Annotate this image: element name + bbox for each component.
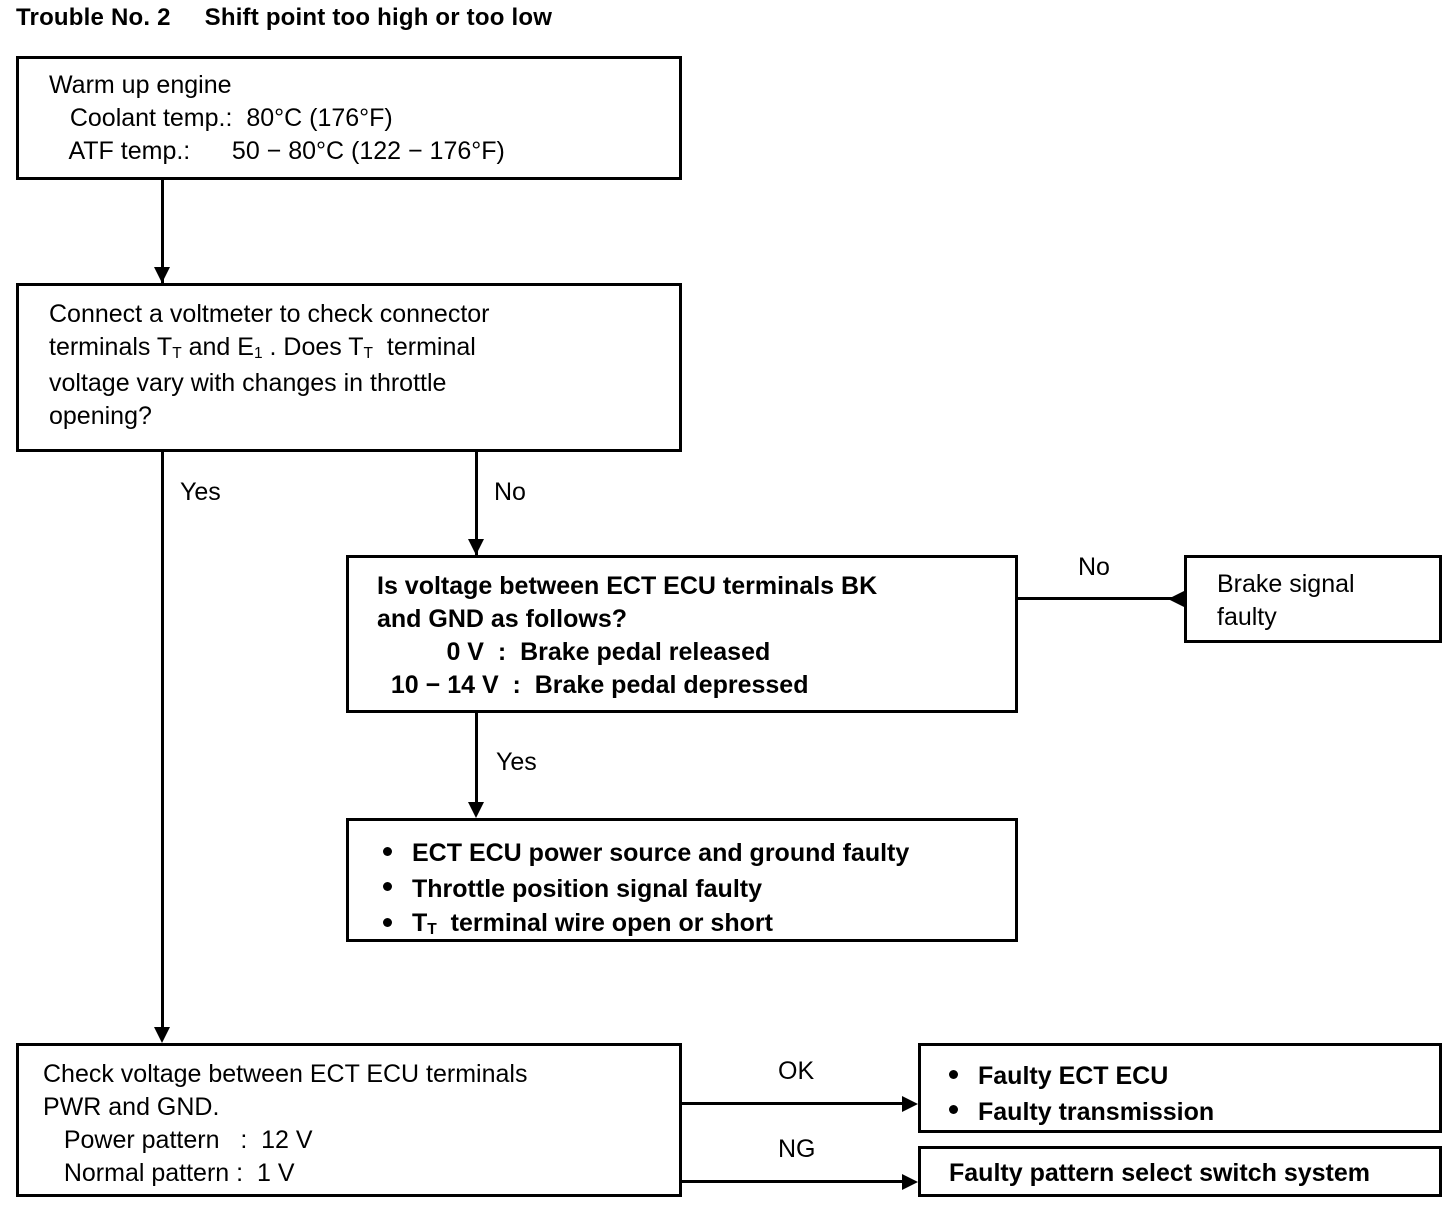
voltmeter-l2-sub-e1: 1	[253, 344, 263, 362]
check-voltage-line-3: Power pattern : 12 V	[43, 1126, 313, 1154]
warm-up-line-1: Warm up engine	[49, 71, 232, 99]
list-item: TT terminal wire open or short	[383, 906, 1049, 944]
title-prefix: Trouble No. 2	[16, 4, 171, 31]
voltmeter-l2-d: terminal	[373, 333, 476, 361]
warm-up-line-3: ATF temp.: 50 − 80°C (122 − 176°F)	[49, 137, 505, 165]
box-warm-up-engine: Warm up engine Coolant temp.: 80°C (176°…	[16, 56, 682, 180]
voltmeter-l2-sub-t1: T	[172, 344, 182, 362]
voltmeter-l2-sub-t2: T	[363, 344, 373, 362]
connector-ok	[682, 1102, 904, 1105]
connector-ng	[682, 1180, 904, 1183]
voltmeter-l2-a: terminals T	[49, 333, 173, 361]
box-ect-ecu-voltage: Is voltage between ECT ECU terminals BK …	[346, 555, 1018, 713]
edge-label-yes-down: Yes	[496, 748, 537, 776]
box-check-voltage-pwr: Check voltage between ECT ECU terminals …	[16, 1043, 682, 1197]
faulty-item-3-sub: T	[427, 920, 437, 938]
arrowhead-yes-down	[468, 802, 484, 818]
list-item: Faulty transmission	[949, 1093, 1456, 1128]
brake-signal-line-2: faulty	[1217, 603, 1277, 631]
arrowhead-warmup-to-voltmeter	[154, 267, 170, 283]
connector-yes-left	[161, 452, 164, 1027]
arrowhead-ok	[902, 1096, 918, 1112]
voltmeter-line-2: terminals TT and E1 . Does TT terminal	[49, 331, 709, 367]
box-faulty-causes-list: ECT ECU power source and ground faulty T…	[346, 818, 1018, 942]
check-voltage-line-4: Normal pattern : 1 V	[43, 1159, 295, 1187]
connector-no-right	[1018, 597, 1184, 600]
ect-voltage-line-4: 10 − 14 V : Brake pedal depressed	[377, 671, 809, 699]
faulty-item-1: ECT ECU power source and ground faulty	[412, 839, 910, 868]
arrowhead-no-right	[1168, 591, 1184, 607]
warm-up-line-2: Coolant temp.: 80°C (176°F)	[49, 104, 393, 132]
check-voltage-line-1: Check voltage between ECT ECU terminals	[43, 1060, 528, 1088]
edge-label-ng: NG	[778, 1135, 816, 1163]
connector-yes-down	[475, 713, 478, 808]
connector-warmup-to-voltmeter	[161, 180, 164, 283]
edge-label-no-down: No	[494, 478, 526, 506]
edge-label-ok: OK	[778, 1057, 815, 1085]
voltmeter-line-4: opening?	[49, 402, 152, 430]
faulty-switch-line-1: Faulty pattern select switch system	[949, 1159, 1370, 1187]
faulty-ecu-item-2: Faulty transmission	[978, 1097, 1215, 1126]
bullet-dot-icon	[383, 918, 392, 928]
page-title: Trouble No. 2 Shift point too high or too…	[16, 4, 552, 32]
faulty-item-3-a: T	[412, 908, 428, 937]
check-voltage-line-2: PWR and GND.	[43, 1093, 220, 1121]
box-brake-signal-faulty: Brake signal faulty	[1184, 555, 1442, 643]
voltmeter-l2-c: . Does T	[262, 333, 364, 361]
box-voltmeter-check: Connect a voltmeter to check connector t…	[16, 283, 682, 452]
arrowhead-ng	[902, 1174, 918, 1190]
connector-no-down	[475, 452, 478, 555]
voltmeter-line-3: voltage vary with changes in throttle	[49, 369, 447, 397]
list-item: Faulty ECT ECU	[949, 1058, 1456, 1093]
box-faulty-ecu-list: Faulty ECT ECU Faulty transmission	[918, 1043, 1442, 1133]
voltmeter-l2-b: and E	[181, 333, 254, 361]
ect-voltage-line-2: and GND as follows?	[377, 605, 628, 633]
edge-label-yes-left: Yes	[180, 478, 221, 506]
voltmeter-line-1: Connect a voltmeter to check connector	[49, 300, 490, 328]
arrowhead-no-down	[468, 539, 484, 555]
bullet-dot-icon	[383, 882, 392, 892]
box-faulty-pattern-switch: Faulty pattern select switch system	[918, 1146, 1442, 1197]
faulty-item-2: Throttle position signal faulty	[412, 874, 762, 903]
arrowhead-yes-left	[154, 1027, 170, 1043]
bullet-dot-icon	[949, 1069, 958, 1079]
list-item: Throttle position signal faulty	[383, 870, 1049, 905]
ect-voltage-line-3: 0 V : Brake pedal released	[377, 638, 771, 666]
ect-voltage-line-1: Is voltage between ECT ECU terminals BK	[377, 572, 878, 600]
faulty-ecu-item-1: Faulty ECT ECU	[978, 1062, 1169, 1091]
edge-label-no-right: No	[1078, 553, 1110, 581]
list-item: ECT ECU power source and ground faulty	[383, 835, 1049, 870]
bullet-dot-icon	[383, 846, 392, 856]
faulty-item-3-b: terminal wire open or short	[436, 908, 773, 937]
bullet-dot-icon	[949, 1105, 958, 1115]
title-text: Shift point too high or too low	[204, 4, 553, 31]
brake-signal-line-1: Brake signal	[1217, 570, 1355, 598]
